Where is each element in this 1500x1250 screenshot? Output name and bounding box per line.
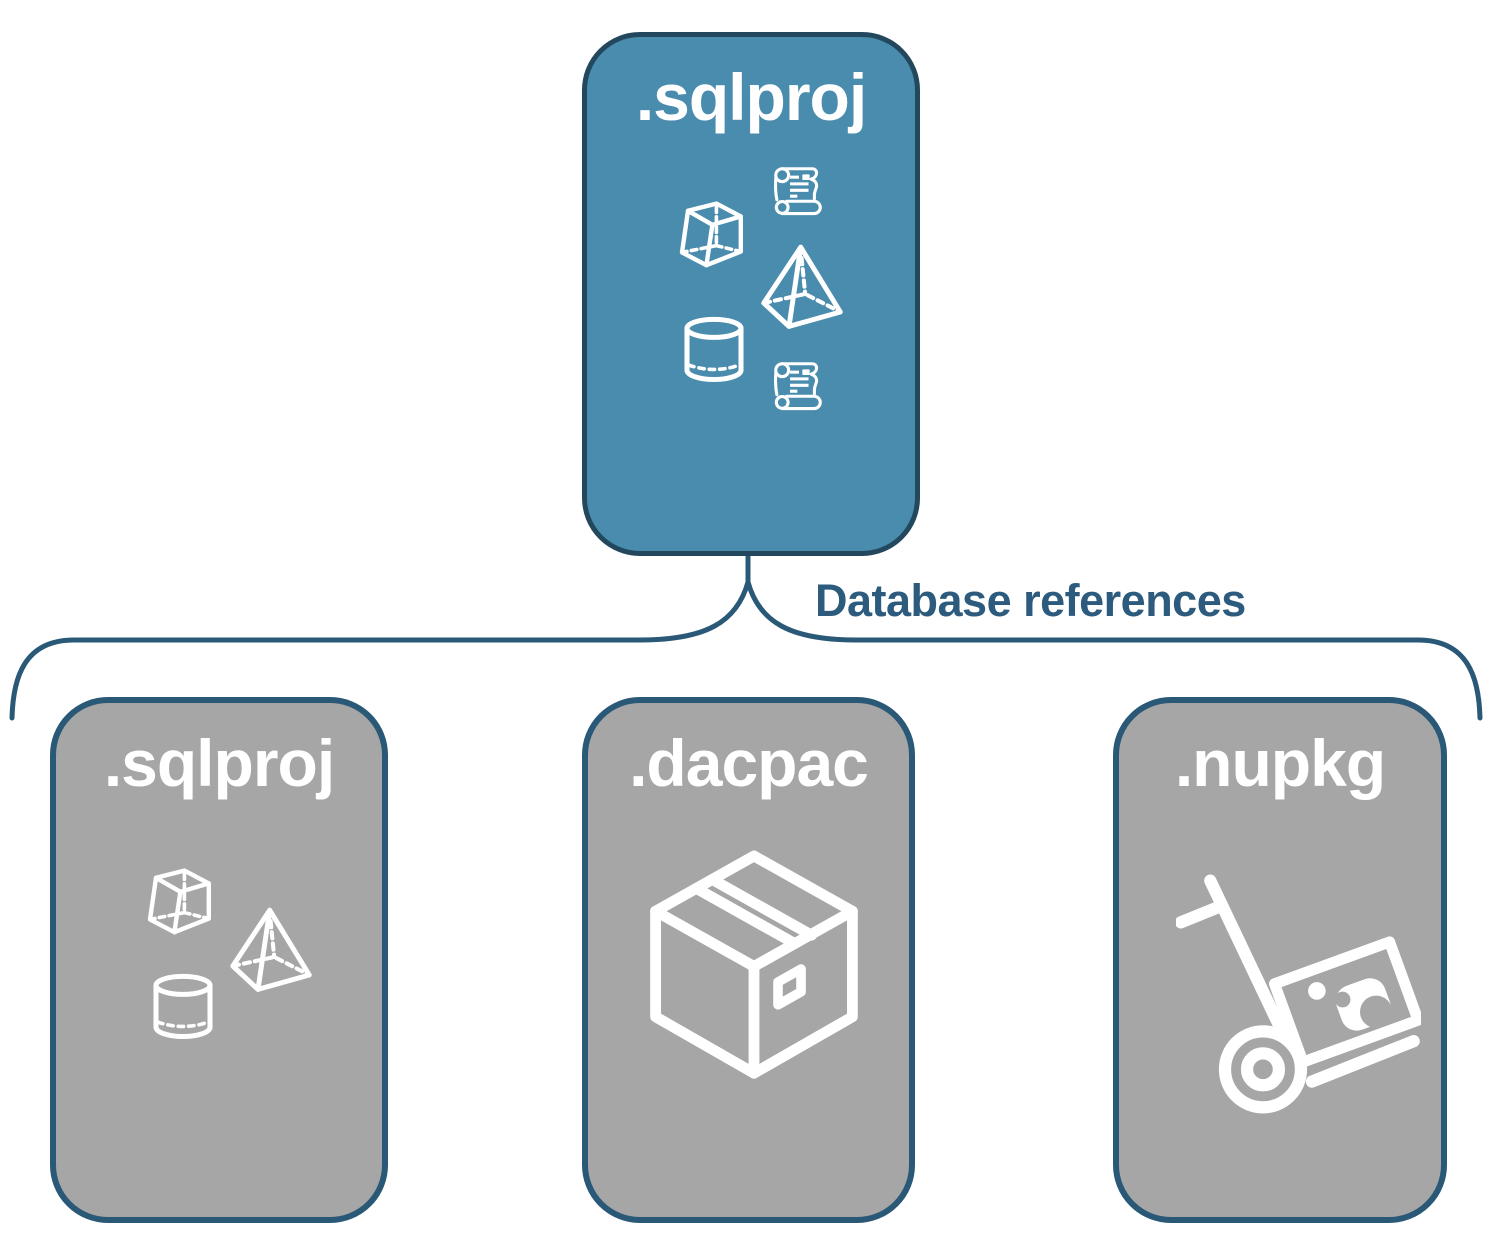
cylinder-icon [147,969,219,1045]
card-title: .dacpac [629,726,869,800]
source-card-sqlproj: .sqlproj [582,32,920,556]
card-title: .nupkg [1174,726,1386,800]
nuget-hand-truck-icon [1176,851,1421,1126]
brace-path [9,556,1483,721]
cube-icon [139,857,225,937]
pyramid-icon [747,240,849,330]
cylinder-icon [678,312,750,388]
package-box-icon [634,833,874,1095]
pyramid-icon [216,903,318,993]
connector-label: Database references [815,575,1246,626]
card-title: .sqlproj [635,60,867,134]
script-scroll-icon [771,163,827,221]
card-title: .sqlproj [103,726,335,800]
cube-icon [671,190,757,270]
script-scroll-icon [771,358,827,416]
target-card-nupkg: .nupkg [1113,697,1447,1223]
target-card-dacpac: .dacpac [582,697,915,1223]
connector-brace [9,556,1483,721]
target-card-sqlproj: .sqlproj [50,697,388,1223]
